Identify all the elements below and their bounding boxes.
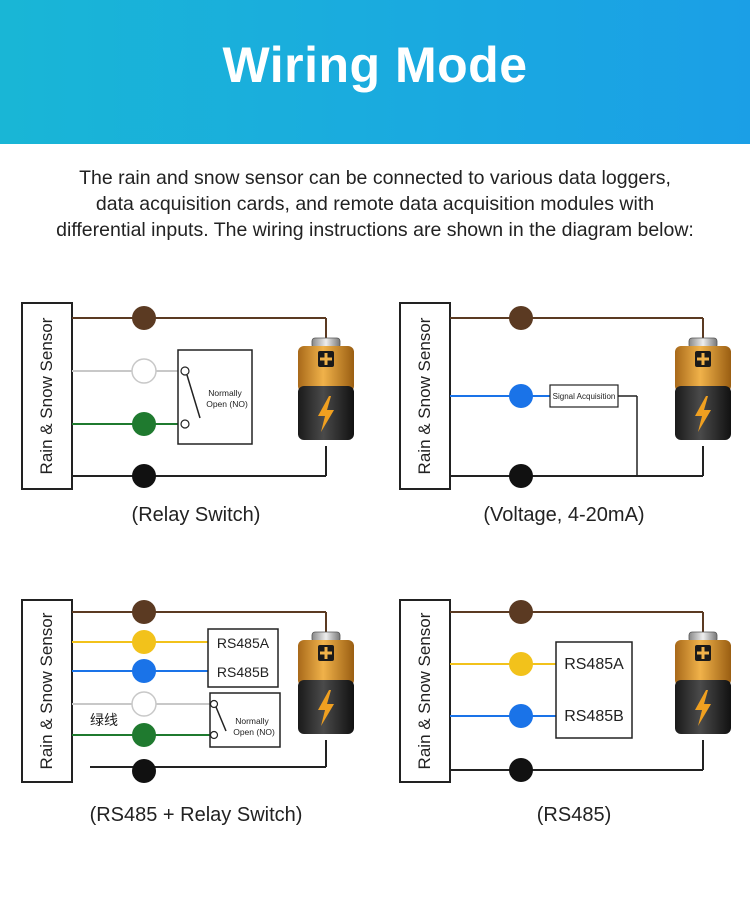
caption-relay-switch: (Relay Switch) xyxy=(131,504,261,526)
green-terminal xyxy=(132,723,156,747)
rs485b-label: RS485B xyxy=(217,664,269,680)
blue-terminal xyxy=(132,659,156,683)
blue-terminal xyxy=(509,384,533,408)
sensor-label: Rain & Snow Sensor xyxy=(415,612,434,769)
signal-acquisition-box xyxy=(549,384,619,408)
yellow-terminal xyxy=(132,630,156,654)
sensor-box xyxy=(399,599,451,783)
battery-icon xyxy=(297,337,355,441)
green-wire-label: 绿线 xyxy=(90,713,118,729)
diagram-rs485-relay: Rain & Snow Sensor 绿线 RS485A RS485B Norm… xyxy=(21,599,355,783)
intro-line: The rain and snow sensor can be connecte… xyxy=(79,167,671,189)
caption-rs485: (RS485) xyxy=(536,804,612,826)
rs485a-label: RS485A xyxy=(217,635,270,651)
caption-rs485-relay: (RS485 + Relay Switch) xyxy=(89,804,303,826)
relay-contact xyxy=(215,706,227,732)
diagram-voltage: Rain & Snow Sensor Signal Acquisition xyxy=(399,302,732,490)
sensor-label: Rain & Snow Sensor xyxy=(37,612,56,769)
relay-label: Normally xyxy=(235,716,269,726)
battery-icon xyxy=(674,337,732,441)
brown-terminal xyxy=(132,306,156,330)
rs485b-label: RS485B xyxy=(564,708,624,725)
battery-icon xyxy=(674,631,732,735)
blue-terminal xyxy=(509,704,533,728)
sensor-label: Rain & Snow Sensor xyxy=(37,317,56,474)
rs485-box xyxy=(207,628,279,688)
header-banner: Wiring Mode xyxy=(0,0,750,144)
rs485-box xyxy=(555,641,633,739)
sensor-box xyxy=(21,302,73,490)
relay-label: Open (NO) xyxy=(233,727,275,737)
green-terminal xyxy=(132,412,156,436)
rs485a-label: RS485A xyxy=(564,656,624,673)
relay-contact xyxy=(186,374,201,419)
signal-acquisition-label: Signal Acquisition xyxy=(553,392,616,401)
white-terminal xyxy=(131,358,157,384)
brown-terminal xyxy=(509,306,533,330)
black-terminal xyxy=(509,464,533,488)
sensor-box xyxy=(21,599,73,783)
battery-icon xyxy=(297,631,355,735)
relay-label: Normally xyxy=(208,388,242,398)
diagram-relay-switch: Rain & Snow Sensor Normally Open (NO) xyxy=(21,302,355,490)
diagram-rs485: Rain & Snow Sensor RS485A RS485B xyxy=(399,599,732,783)
white-terminal xyxy=(131,691,157,717)
intro-line: differential inputs. The wiring instruct… xyxy=(56,219,694,241)
black-terminal xyxy=(132,464,156,488)
sensor-label: Rain & Snow Sensor xyxy=(415,317,434,474)
brown-terminal xyxy=(509,600,533,624)
caption-voltage: (Voltage, 4-20mA) xyxy=(483,504,645,526)
yellow-terminal xyxy=(509,652,533,676)
relay-label: Open (NO) xyxy=(206,399,248,409)
black-terminal xyxy=(132,759,156,783)
brown-terminal xyxy=(132,600,156,624)
black-terminal xyxy=(509,758,533,782)
intro-line: data acquisition cards, and remote data … xyxy=(95,193,655,215)
page-title: Wiring Mode xyxy=(222,37,528,93)
relay-box xyxy=(177,349,253,445)
intro-text: The rain and snow sensor can be connecte… xyxy=(0,165,750,243)
